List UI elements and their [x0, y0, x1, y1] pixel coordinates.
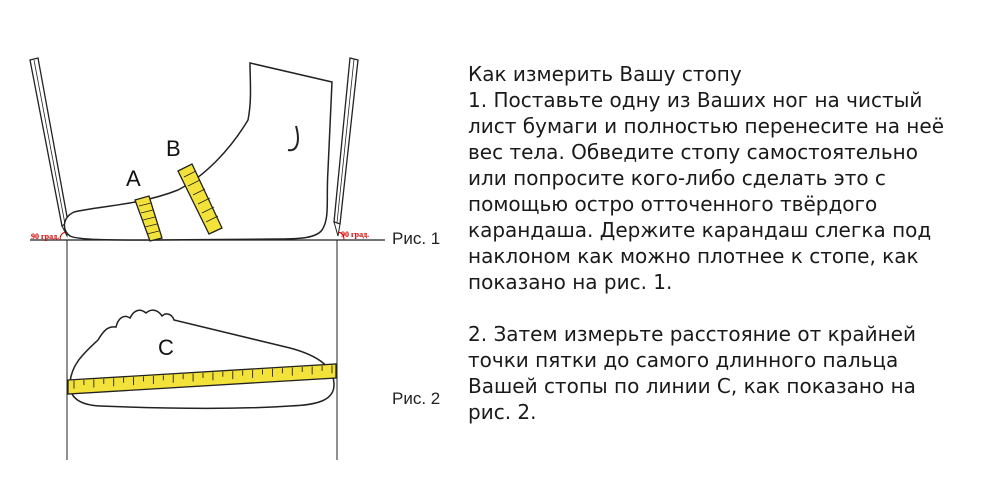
step-1-line-5: помощью остро отточенного твёрдого: [468, 192, 878, 216]
foot-measurement-diagram: 90 град. 90 град. A B Рис. 1: [29, 57, 440, 460]
instructions-text: Как измерить Вашу стопу 1. Поставьте одн…: [468, 61, 988, 425]
label-c: C: [158, 335, 174, 360]
step-1-line-3: вес тела. Обведите стопу самостоятельно: [468, 140, 918, 164]
step-1-line-6: карандаша. Держите карандаш слегка под: [468, 218, 932, 242]
tape-b: [177, 163, 223, 235]
figure-2-top-view: C Рис. 2: [67, 309, 440, 410]
pencil-right-icon: [333, 57, 359, 237]
angle-label-left: 90 град.: [31, 232, 59, 241]
step-2-line-2: точки пятки до самого длинного пальца: [468, 348, 899, 372]
step-1-line-7: наклоном как можно плотнее к стопе, как: [468, 244, 919, 268]
label-b: B: [166, 136, 181, 161]
paragraph-gap: [468, 295, 988, 321]
step-1-line-2: лист бумаги и полностью перенесите на не…: [468, 114, 944, 138]
foot-side-outline: [63, 62, 333, 241]
figure-1-caption: Рис. 1: [392, 229, 440, 248]
angle-label-right: 90 град.: [341, 230, 369, 239]
step-2-line-1: 2. Затем измерьте расстояние от крайней: [468, 322, 916, 346]
step-1-line-1: 1. Поставьте одну из Ваших ног на чистый: [468, 88, 923, 112]
foot-top-outline: [69, 309, 335, 410]
angle-marker-left: [59, 231, 67, 241]
angle-marker-right: [337, 231, 345, 241]
instructions-title: Как измерить Вашу стопу: [468, 62, 742, 86]
step-1-line-4: или попросите кого-либо сделать это с: [468, 166, 886, 190]
tape-c: [67, 363, 337, 395]
step-2-line-4: рис. 2.: [468, 400, 537, 424]
label-a: A: [126, 166, 141, 191]
step-2-line-3: Вашей стопы по линии С, как показано на: [468, 374, 916, 398]
step-1-line-8: показано на рис. 1.: [468, 270, 673, 294]
figure-2-caption: Рис. 2: [392, 389, 440, 408]
figure-1-side-view: 90 град. 90 град. A B Рис. 1: [29, 57, 440, 248]
pencil-left-icon: [29, 57, 69, 238]
ankle-mark: [287, 125, 299, 152]
tape-a: [134, 195, 163, 242]
